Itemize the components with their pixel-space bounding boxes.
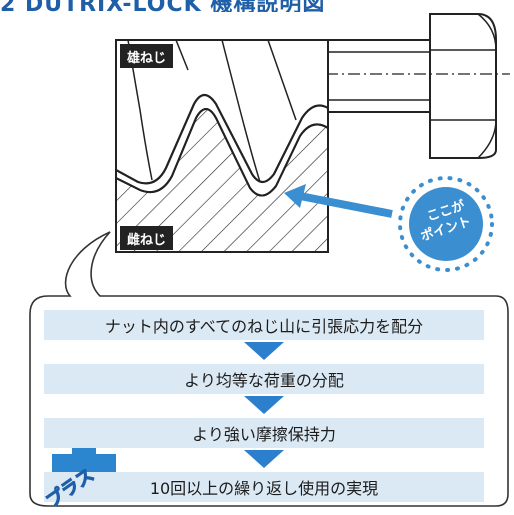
down-arrow-1: [244, 342, 284, 360]
male-thread-label: 雄ねじ: [120, 44, 174, 68]
bolt-head: [325, 13, 510, 159]
female-thread-label: 雌ねじ: [120, 226, 174, 250]
flow-step-1: ナット内のすべてのねじ山に引張応力を配分: [44, 310, 484, 340]
flow-step-3: より強い摩擦保持力: [44, 418, 484, 448]
down-arrow-2: [244, 396, 284, 414]
flow-step-2: より均等な荷重の分配: [44, 364, 484, 394]
down-arrow-3: [244, 450, 284, 468]
point-arrow: [284, 184, 393, 218]
thread-section: [116, 40, 328, 252]
plus-badge-shape: [52, 434, 116, 498]
page-title: 2 DUTRIX-LOCK 機構説明図: [0, 0, 514, 12]
flow-step-4: 10回以上の繰り返し使用の実現: [44, 472, 484, 502]
point-badge: [398, 176, 494, 272]
